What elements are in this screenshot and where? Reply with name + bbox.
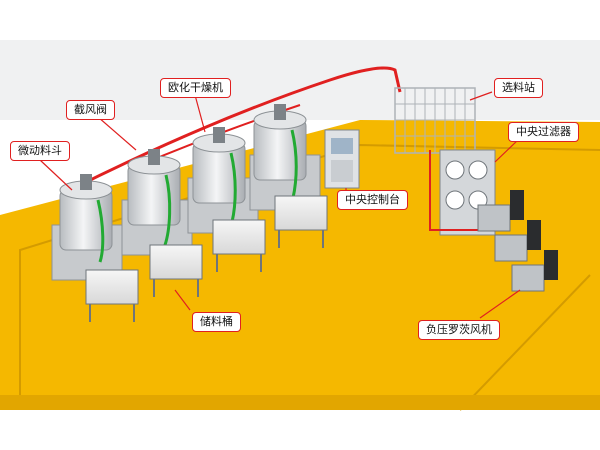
leader-line xyxy=(469,91,493,101)
storage-bin xyxy=(149,244,203,297)
roots-blower xyxy=(494,220,541,262)
callout-micro-hopper: 微动料斗 xyxy=(10,141,70,161)
callout-air-valve: 截风阀 xyxy=(66,100,115,120)
callout-roots-blower: 负压罗茨风机 xyxy=(418,320,500,340)
floor-edge-line-right xyxy=(459,274,591,411)
roots-blower xyxy=(477,190,524,232)
callout-central-filter: 中央过滤器 xyxy=(508,122,579,142)
leader-line xyxy=(97,116,137,151)
callout-storage-bin: 储料桶 xyxy=(192,312,241,332)
storage-bin xyxy=(274,195,328,248)
leader-line xyxy=(494,137,521,163)
floor-front-ledge xyxy=(0,395,600,410)
back-wall xyxy=(0,40,600,120)
leader-line xyxy=(194,94,206,133)
dryer-unit xyxy=(51,174,123,281)
storage-bin xyxy=(212,219,266,272)
callout-euro-dryer: 欧化干燥机 xyxy=(160,78,231,98)
dryer-unit xyxy=(121,149,193,256)
callout-central-console: 中央控制台 xyxy=(337,190,408,210)
leader-line xyxy=(479,289,521,319)
leader-line xyxy=(174,289,191,311)
roots-blower xyxy=(511,250,558,292)
dryer-unit xyxy=(187,127,259,234)
material-station-rack xyxy=(394,87,476,154)
callout-material-station: 选料站 xyxy=(494,78,543,98)
central-console-cabinet xyxy=(324,129,360,189)
leader-line xyxy=(39,159,73,191)
storage-bin xyxy=(85,269,139,322)
